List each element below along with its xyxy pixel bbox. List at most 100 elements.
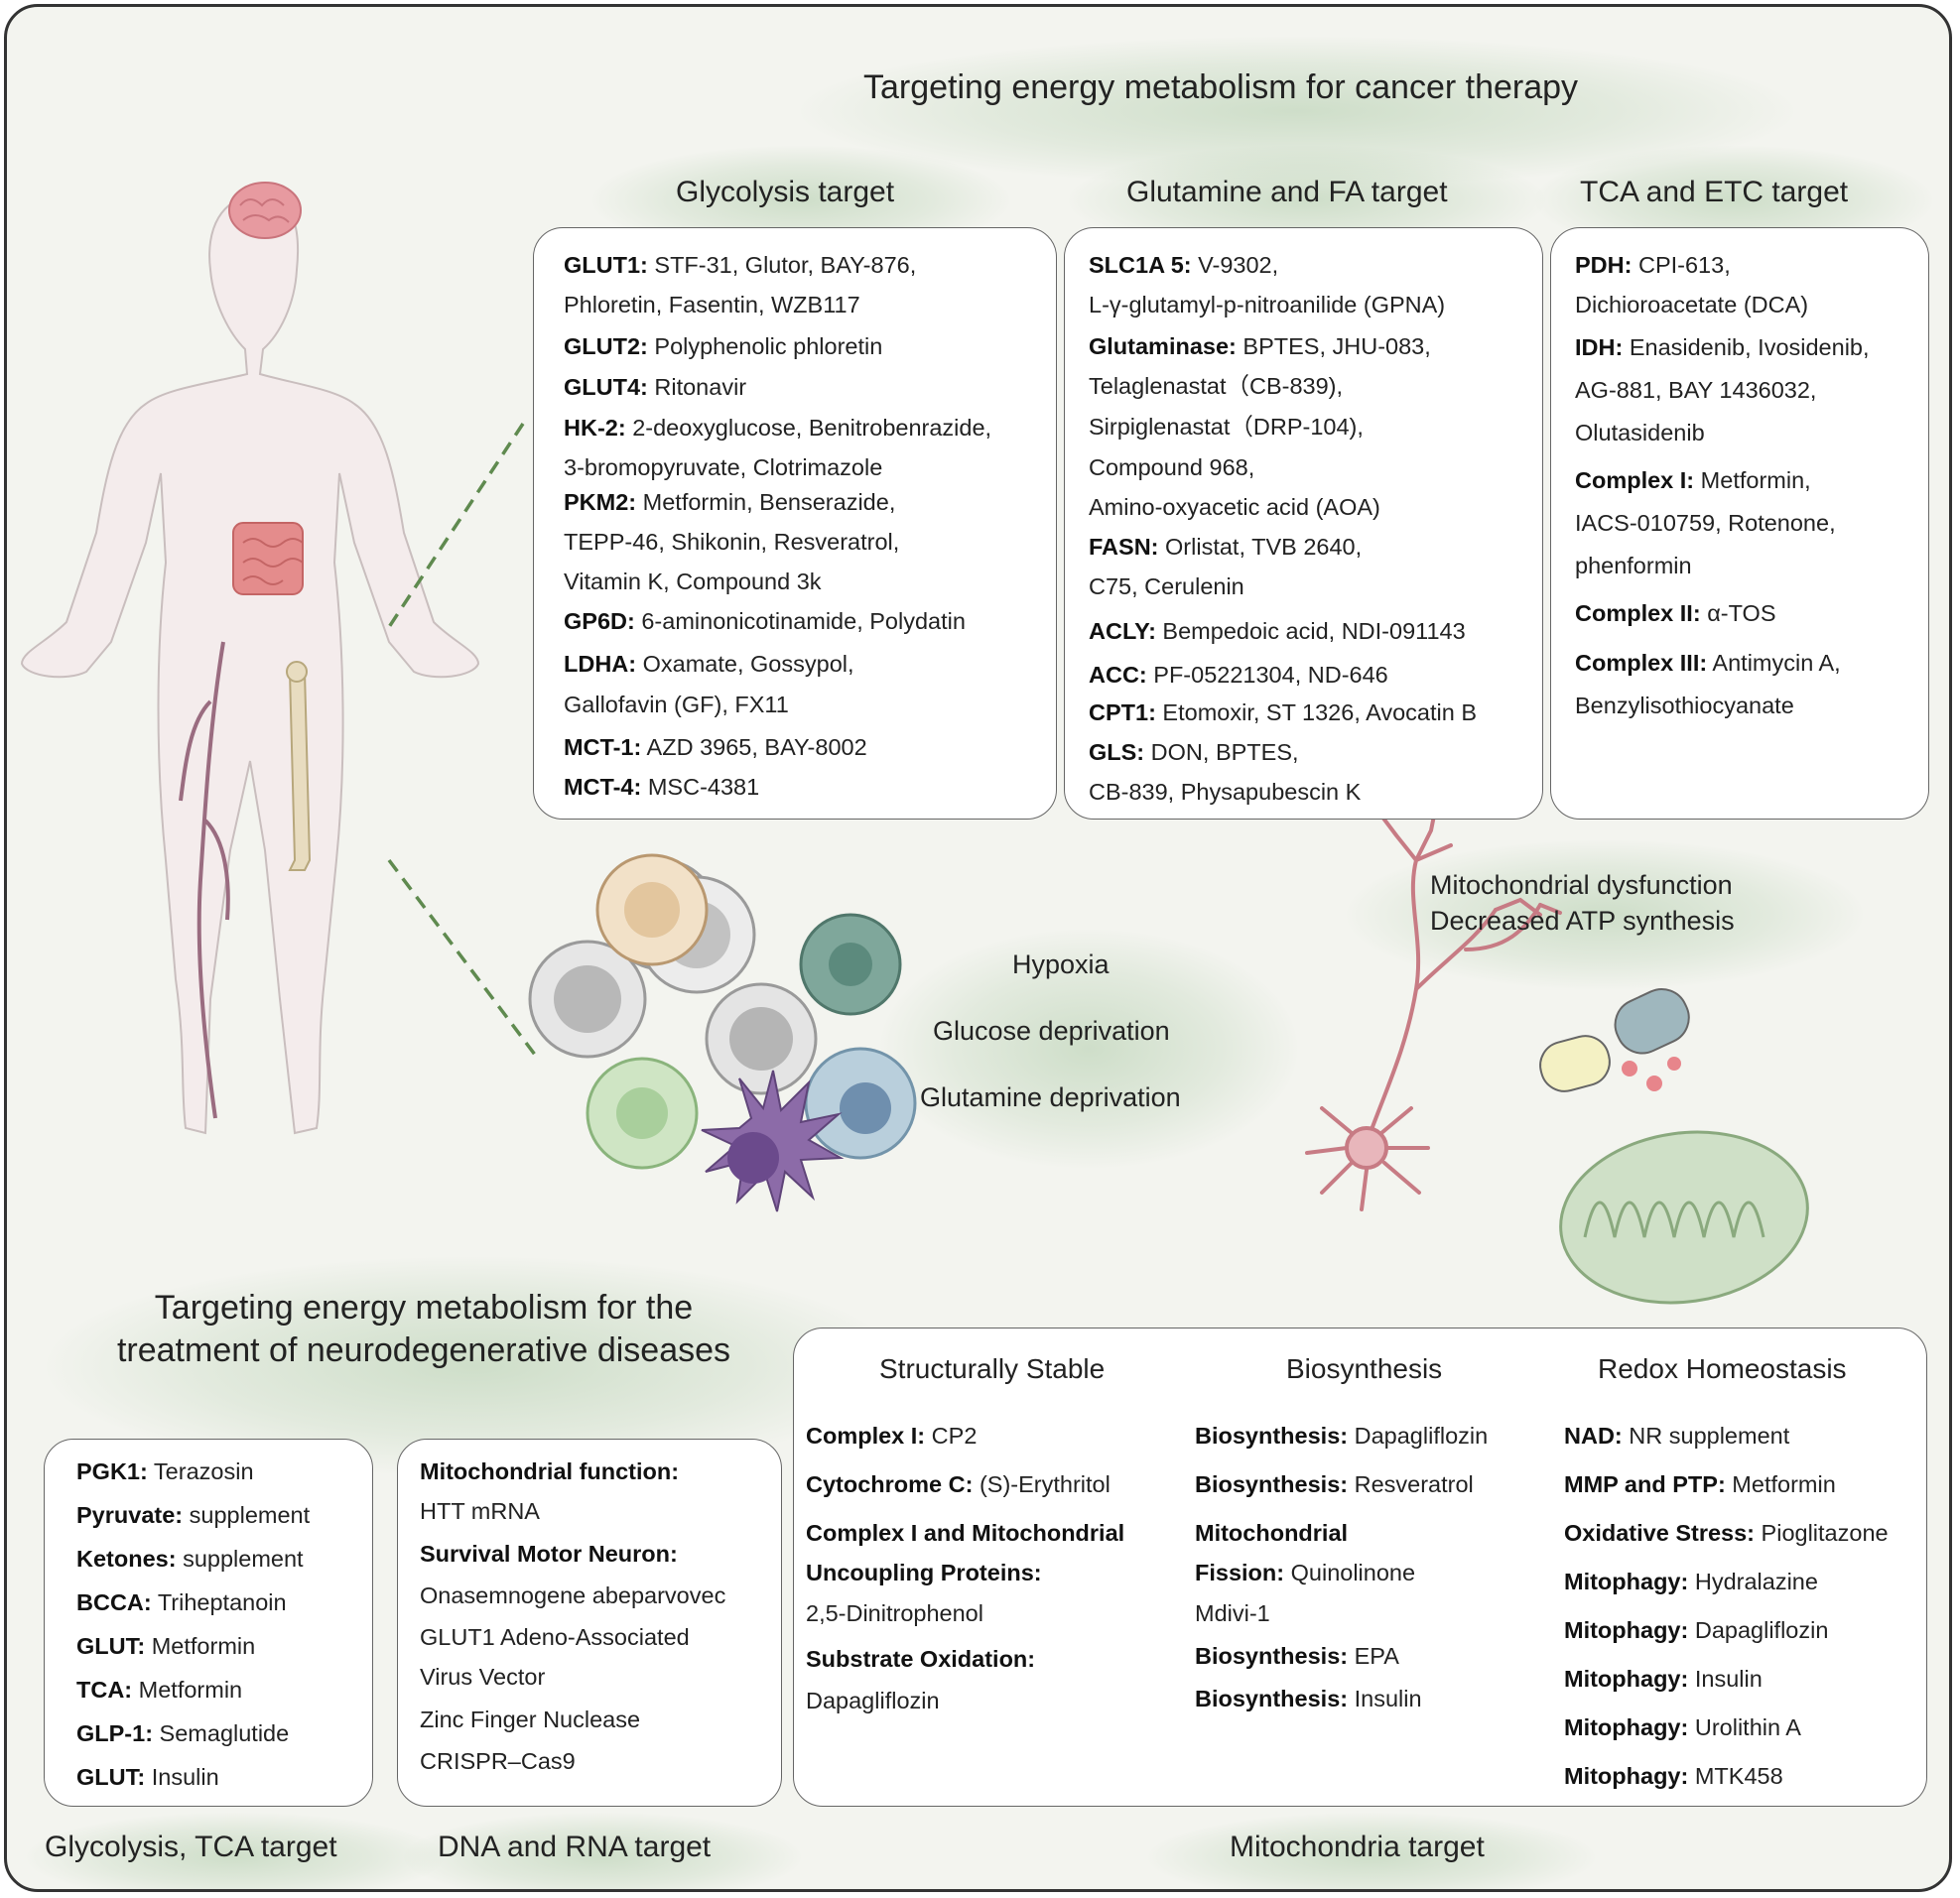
neuron-illustration [1305,804,1562,1211]
list-item: CPT1: Etomoxir, ST 1326, Avocatin B [1089,699,1477,725]
list-item: HTT mRNA [420,1498,540,1524]
list-item: GLUT: Metformin [76,1633,256,1659]
list-item: Complex II: α-TOS [1575,600,1776,626]
neuro-title: Targeting energy metabolism for the trea… [66,1287,781,1371]
biosynthesis-heading: Biosynthesis [1286,1353,1443,1384]
list-item: Complex III: Antimycin A, [1575,650,1841,676]
cancer-title: Targeting energy metabolism for cancer t… [863,68,1579,106]
mitochondrion-illustration [1559,1130,1809,1305]
list-item: GLUT1: STF-31, Glutor, BAY-876, [564,252,917,278]
list-item: CB-839, Physapubescin K [1089,779,1362,805]
list-item: ACLY: Bempedoic acid, NDI-091143 [1089,618,1466,644]
list-item: Fission: Quinolinone [1195,1560,1416,1585]
list-item: Virus Vector [420,1664,546,1690]
list-item: MMP and PTP: Metformin [1564,1471,1836,1497]
hypoxia-label: Hypoxia [1012,949,1110,979]
list-item: Survival Motor Neuron: [420,1541,678,1567]
list-item: GLUT: Insulin [76,1764,219,1790]
dna-rna-card: Mitochondrial function: HTT mRNA Surviva… [397,1439,782,1807]
list-item: Mdivi-1 [1195,1600,1270,1626]
tca-card: PDH: CPI-613, Dichioroacetate (DCA) IDH:… [1550,227,1929,820]
list-item: GP6D: 6-aminonicotinamide, Polydatin [564,608,966,634]
list-item: GLP-1: Semaglutide [76,1720,290,1746]
list-item: PDH: CPI-613, [1575,252,1731,278]
list-item: Mitophagy: Insulin [1564,1666,1763,1692]
list-item: Compound 968, [1089,454,1255,480]
glyco-tca-neuro-card: PGK1: Terazosin Pyruvate: supplement Ket… [44,1439,373,1807]
list-item: Oxidative Stress: Pioglitazone [1564,1520,1889,1546]
list-item: Mitochondrial function: [420,1458,680,1484]
list-item: Complex I: CP2 [806,1423,978,1449]
list-item: Cytochrome C: (S)-Erythritol [806,1471,1111,1497]
list-item: 3-bromopyruvate, Clotrimazole [564,454,883,480]
list-item: Vitamin K, Compound 3k [564,569,822,594]
figure-frame: Targeting energy metabolism for cancer t… [4,4,1952,1892]
list-item: IDH: Enasidenib, Ivosidenib, [1575,334,1870,360]
glyco-tca-neuro-heading: Glycolysis, TCA target [45,1831,337,1863]
list-item: L-γ-glutamyl-p-nitroanilide (GPNA) [1089,292,1446,317]
list-item: Amino-oxyacetic acid (AOA) [1089,494,1380,520]
list-item: MCT-4: MSC-4381 [564,774,760,800]
mitochondria-heading: Mitochondria target [1230,1831,1485,1863]
list-item: GLUT4: Ritonavir [564,374,747,400]
list-item: GLUT1 Adeno-Associated [420,1624,690,1650]
list-item: Complex I: Metformin, [1575,467,1811,493]
list-item: Olutasidenib [1575,420,1705,445]
list-item: C75, Cerulenin [1089,573,1244,599]
list-item: Sirpiglenastat（DRP-104), [1089,414,1364,440]
list-item: GLS: DON, BPTES, [1089,739,1299,765]
list-item: GLUT2: Polyphenolic phloretin [564,333,883,359]
list-item: Dapagliflozin [806,1688,940,1713]
atp-synthesis-label: Decreased ATP synthesis [1430,906,1735,936]
list-item: BCCA: Triheptanoin [76,1589,287,1615]
list-item: Mitochondrial [1195,1520,1349,1546]
list-item: Ketones: supplement [76,1546,304,1572]
glycolysis-heading: Glycolysis target [676,176,895,208]
list-item: HK-2: 2-deoxyglucose, Benitrobenrazide, [564,415,992,441]
list-item: Mitophagy: Hydralazine [1564,1569,1818,1594]
list-item: TEPP-46, Shikonin, Resveratrol, [564,529,900,555]
list-item: Biosynthesis: EPA [1195,1643,1399,1669]
capsule-icon [1539,988,1690,1092]
list-item: Biosynthesis: Dapagliflozin [1195,1423,1489,1449]
list-item: 2,5-Dinitrophenol [806,1600,983,1626]
list-item: MCT-1: AZD 3965, BAY-8002 [564,734,867,760]
list-item: Glutaminase: BPTES, JHU-083, [1089,333,1431,359]
dna-rna-heading: DNA and RNA target [438,1831,712,1863]
list-item: Onasemnogene abeparvovec [420,1582,726,1608]
neuro-title-line2: treatment of neurodegenerative diseases [116,1330,731,1369]
list-item: IACS-010759, Rotenone, [1575,510,1836,536]
list-item: Dichioroacetate (DCA) [1575,292,1809,317]
mito-dysfunction-label: Mitochondrial dysfunction [1430,870,1733,900]
structurally-stable-heading: Structurally Stable [879,1353,1106,1384]
glutamine-deprivation-label: Glutamine deprivation [920,1082,1181,1112]
list-item: Biosynthesis: Resveratrol [1195,1471,1474,1497]
glutamine-card: SLC1A 5: V-9302, L-γ-glutamyl-p-nitroani… [1064,227,1543,820]
list-item: Substrate Oxidation: [806,1646,1036,1672]
list-item: LDHA: Oxamate, Gossypol, [564,651,854,677]
list-item: AG-881, BAY 1436032, [1575,377,1817,403]
list-item: Benzylisothiocyanate [1575,693,1794,718]
glucose-deprivation-label: Glucose deprivation [933,1016,1170,1046]
list-item: ACC: PF-05221304, ND-646 [1089,662,1388,688]
list-item: Complex I and Mitochondrial [806,1520,1125,1546]
list-item: FASN: Orlistat, TVB 2640, [1089,534,1363,560]
list-item: Mitophagy: Dapagliflozin [1564,1617,1829,1643]
list-item: NAD: NR supplement [1564,1423,1790,1449]
glutamine-heading: Glutamine and FA target [1126,176,1448,208]
human-body-illustration [20,182,480,1135]
tca-heading: TCA and ETC target [1580,176,1849,208]
list-item: SLC1A 5: V-9302, [1089,252,1279,278]
list-item: Biosynthesis: Insulin [1195,1686,1422,1711]
cancer-cell-cluster-illustration [528,853,917,1212]
glycolysis-card: GLUT1: STF-31, Glutor, BAY-876, Phloreti… [533,227,1057,820]
neuro-title-line1: Targeting energy metabolism for the [154,1289,694,1327]
list-item: Gallofavin (GF), FX11 [564,692,789,717]
list-item: Uncoupling Proteins: [806,1560,1042,1585]
redox-homeostasis-heading: Redox Homeostasis [1598,1353,1847,1384]
list-item: Mitophagy: MTK458 [1564,1763,1783,1789]
mitochondria-card: Structurally Stable Biosynthesis Redox H… [793,1328,1927,1807]
list-item: TCA: Metformin [76,1677,243,1703]
list-item: PGK1: Terazosin [76,1458,254,1484]
list-item: CRISPR–Cas9 [420,1748,576,1774]
